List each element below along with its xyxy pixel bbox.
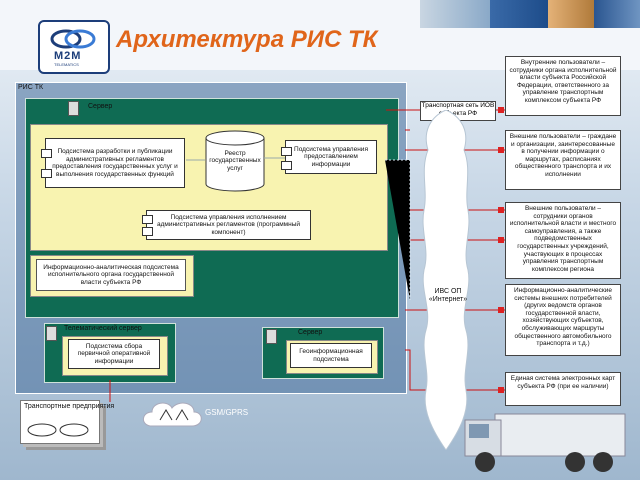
logo-mark-icon [50, 29, 96, 49]
component-tab-icon [142, 227, 153, 236]
connector-square [498, 207, 504, 213]
logo-tagline: TELEMATICS [54, 62, 79, 67]
main-server-label: Сервер [88, 103, 113, 110]
registry-label: Реестр государственных услуг [206, 146, 264, 176]
geo-subsystem: Геоинформационная подсистема [290, 343, 372, 368]
connector-square [498, 307, 504, 313]
collection-subsystem: Подсистема сбора первичной оперативной и… [68, 339, 160, 369]
connector-square [498, 237, 504, 243]
component-tab-icon [41, 149, 52, 158]
regulations-subsystem-text: Подсистема разработки и публикации админ… [52, 148, 178, 178]
photo-logo-block [490, 0, 548, 28]
photo-road [548, 0, 594, 28]
registry-text: Реестр государственных услуг [209, 149, 261, 172]
internet-cloud-icon [422, 110, 470, 450]
frame-label: РИС ТК [18, 84, 44, 91]
transport-enterprises-box [20, 400, 100, 444]
corner-photo-strip [420, 0, 640, 30]
gsm-cloud-icon [143, 402, 202, 427]
component-tab-icon [41, 169, 52, 178]
info-mgmt-subsystem: Подсистема управления предоставлением ин… [281, 140, 377, 174]
admin-mgmt-subsystem: Подсистема управления исполнением админи… [142, 210, 311, 240]
server-icon [68, 101, 79, 116]
regulations-subsystem: Подсистема разработки и публикации админ… [41, 138, 185, 188]
info-analytic-subsystem: Информационно-аналитическая подсистема и… [36, 259, 186, 291]
geo-subsystem-text: Геоинформационная подсистема [299, 348, 363, 363]
geo-server-label: Сервер [298, 329, 323, 336]
transport-enterprises-label: Транспортные предприятия [24, 403, 115, 410]
photo-m2m [594, 0, 640, 28]
component-tab-icon [142, 215, 153, 224]
server-icon [266, 329, 277, 344]
company-logo: M2M TELEMATICS [38, 20, 110, 74]
internal-users-box: Внутренние пользователи – сотрудники орг… [505, 56, 621, 116]
registry-database-icon [205, 130, 265, 192]
connector-square [498, 107, 504, 113]
component-tab-icon [281, 161, 292, 170]
electronic-maps-box: Единая система электронных карт субъекта… [505, 372, 621, 406]
external-officials-box: Внешние пользователи – сотрудники органо… [505, 202, 621, 279]
connector-square [498, 147, 504, 153]
component-tab-icon [281, 147, 292, 156]
info-mgmt-text: Подсистема управления предоставлением ин… [294, 145, 368, 168]
page-title: Архитектура РИС ТК [116, 26, 378, 53]
collection-subsystem-text: Подсистема сбора первичной оперативной и… [77, 342, 151, 365]
gsm-label: GSM/GPRS [205, 408, 249, 417]
enterprise-network-icon [27, 423, 89, 437]
external-systems-box: Информационно-аналитические системы внеш… [505, 284, 621, 356]
transport-network-text: Транспортная сеть ИОВ субъекта РФ [421, 102, 495, 117]
telematic-server-label: Телематический сервер [64, 325, 142, 332]
truck-image [464, 413, 626, 472]
server-icon [46, 326, 57, 341]
admin-mgmt-text: Подсистема управления исполнением админи… [156, 213, 301, 236]
ivs-op-label: ИВС ОП «Интернет» [428, 288, 468, 303]
info-analytic-text: Информационно-аналитическая подсистема и… [43, 263, 179, 286]
external-citizens-box: Внешние пользователи – граждане и органи… [505, 130, 621, 190]
photo-truck [420, 0, 490, 28]
connector-square [498, 387, 504, 393]
logo-brand: M2M [54, 50, 82, 62]
